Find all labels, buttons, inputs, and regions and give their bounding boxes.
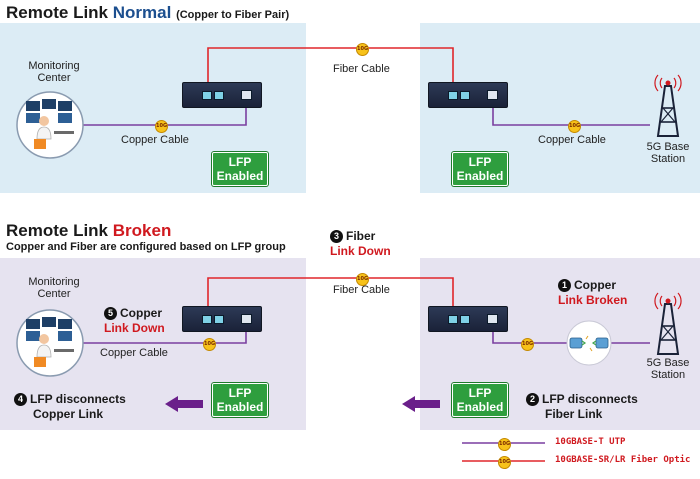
lfp-badge: LFP Enabled — [212, 152, 268, 186]
step-2-line1: LFP disconnects — [542, 392, 638, 406]
fiber-cable-label: Fiber Cable — [333, 284, 390, 296]
step-3-line1: Fiber — [346, 229, 376, 243]
step-1-line2: Link Broken — [558, 293, 628, 307]
step-1-line1: Copper — [574, 278, 616, 292]
arrow-left-icon — [165, 396, 203, 412]
legend-fiber-label: 10GBASE-SR/LR Fiber Optic — [555, 455, 691, 465]
top-title: Remote Link Normal (Copper to Fiber Pair… — [6, 3, 289, 23]
cell-tower-icon — [654, 292, 682, 355]
monitoring-center-icon — [16, 309, 84, 377]
monitoring-center-label: Monitoring Center — [28, 276, 80, 300]
top-fiber-line — [207, 47, 454, 91]
step-3-number: 3 — [330, 230, 343, 243]
base-station-label: 5G Base Station — [646, 357, 690, 381]
bottom-title: Remote Link Broken — [6, 221, 171, 241]
step-3-line2: Link Down — [330, 244, 391, 258]
copper-cable-label: Copper Cable — [538, 134, 606, 146]
lfp-badge: LFP Enabled — [212, 383, 268, 417]
step-5-line1: Copper — [120, 306, 162, 320]
top-subtitle: (Copper to Fiber Pair) — [176, 9, 290, 21]
top-copper-right-line — [492, 98, 650, 126]
fiber-cable-label: Fiber Cable — [333, 63, 390, 75]
broken-cable-icon — [566, 320, 612, 366]
media-converter-icon — [428, 82, 508, 108]
copper-cable-label: Copper Cable — [121, 134, 189, 146]
bottom-title-prefix: Remote Link — [6, 221, 109, 240]
monitoring-center-label: Monitoring Center — [28, 60, 80, 84]
bottom-fiber-line — [207, 277, 454, 315]
legend-utp-label: 10GBASE-T UTP — [555, 437, 626, 447]
step-5-number: 5 — [104, 307, 117, 320]
media-converter-icon — [428, 306, 508, 332]
base-station-label: 5G Base Station — [646, 141, 690, 165]
step-4-line1: LFP disconnects — [30, 392, 126, 406]
step-2-line2: Fiber Link — [545, 407, 603, 421]
media-converter-icon — [182, 82, 262, 108]
step-2-number: 2 — [526, 393, 539, 406]
arrow-left-icon — [402, 396, 440, 412]
media-converter-icon — [182, 306, 262, 332]
step-5-line2: Link Down — [104, 321, 165, 335]
step-4-line2: Copper Link — [33, 407, 104, 421]
top-title-state: Normal — [112, 3, 172, 22]
step-1-number: 1 — [558, 279, 571, 292]
monitoring-center-icon — [16, 91, 84, 159]
top-title-prefix: Remote Link — [6, 3, 109, 22]
copper-cable-label: Copper Cable — [100, 347, 168, 359]
lfp-badge: LFP Enabled — [452, 152, 508, 186]
cell-tower-icon — [654, 74, 682, 137]
step-4-number: 4 — [14, 393, 27, 406]
bottom-title-state: Broken — [112, 221, 172, 240]
lfp-badge: LFP Enabled — [452, 383, 508, 417]
bottom-subtitle: Copper and Fiber are configured based on… — [6, 241, 286, 253]
